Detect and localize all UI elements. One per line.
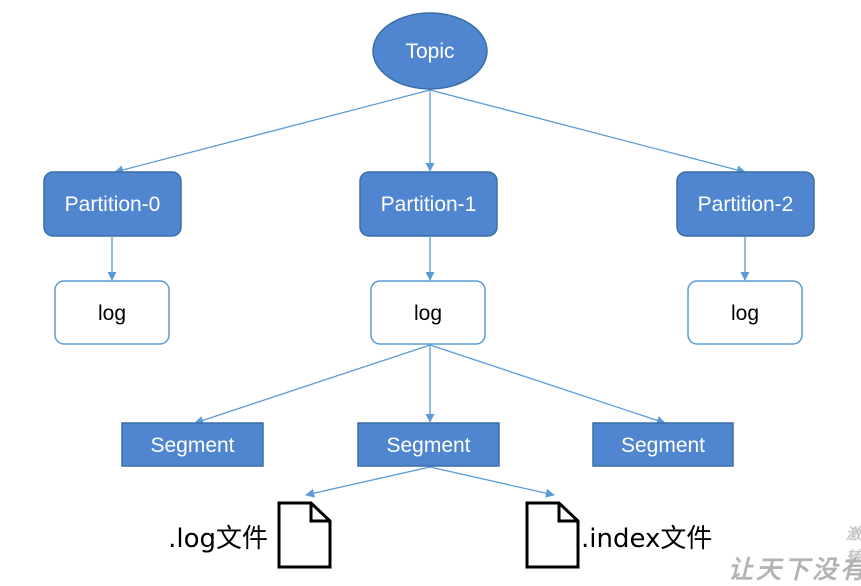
- connectors: [107, 89, 750, 498]
- segment-0-label: Segment: [150, 434, 234, 457]
- index-file-icon: [525, 501, 580, 569]
- partition-0-label: Partition-0: [65, 193, 161, 216]
- arrow-log-to-segment-2: [429, 344, 666, 425]
- index-file: .index文件: [525, 501, 712, 569]
- log-node-2: log: [687, 280, 803, 345]
- log-2-box: [687, 280, 803, 345]
- partition-2-label: Partition-2: [698, 193, 794, 216]
- segment-node-0: Segment: [121, 422, 264, 467]
- arrow-segment-to-index-file: [429, 466, 555, 498]
- log-0-label: log: [98, 302, 126, 325]
- log-file-label: .log文件: [168, 524, 268, 554]
- log-node-0: log: [54, 280, 170, 345]
- partition-0-box: [43, 171, 182, 237]
- arrow-log-to-segment-0: [194, 344, 431, 425]
- index-file-label: .index文件: [581, 524, 712, 554]
- arrow-segment-to-log-file: [305, 466, 431, 498]
- segment-node-2: Segment: [592, 422, 734, 467]
- arrow-topic-to-partition-2: [429, 89, 746, 175]
- log-file-icon: [277, 501, 332, 569]
- log-1-label: log: [414, 302, 442, 325]
- log-file: .log文件: [168, 501, 332, 569]
- partition-node-0: Partition-0: [43, 171, 182, 237]
- topic-label: Topic: [405, 40, 454, 63]
- segment-1-label: Segment: [386, 434, 470, 457]
- watermark-side-1: 激: [846, 525, 861, 543]
- log-0-box: [54, 280, 170, 345]
- log-1-box: [370, 280, 486, 345]
- segment-1-box: [357, 422, 500, 467]
- segment-0-box: [121, 422, 264, 467]
- partition-1-label: Partition-1: [381, 193, 477, 216]
- segment-2-label: Segment: [621, 434, 705, 457]
- topic-node: Topic: [372, 12, 488, 90]
- topic-ellipse: [372, 12, 488, 90]
- partition-node-1: Partition-1: [359, 171, 498, 237]
- segment-node-1: Segment: [357, 422, 500, 467]
- segment-2-box: [592, 422, 734, 467]
- partition-node-2: Partition-2: [676, 171, 815, 237]
- watermark: 激 转 让天下没有: [728, 525, 861, 584]
- partition-1-box: [359, 171, 498, 237]
- watermark-side-2: 转: [846, 548, 861, 566]
- watermark-bottom: 让天下没有: [728, 555, 861, 584]
- log-node-1: log: [370, 280, 486, 345]
- partition-2-box: [676, 171, 815, 237]
- log-2-label: log: [731, 302, 759, 325]
- arrow-topic-to-partition-0: [114, 89, 431, 175]
